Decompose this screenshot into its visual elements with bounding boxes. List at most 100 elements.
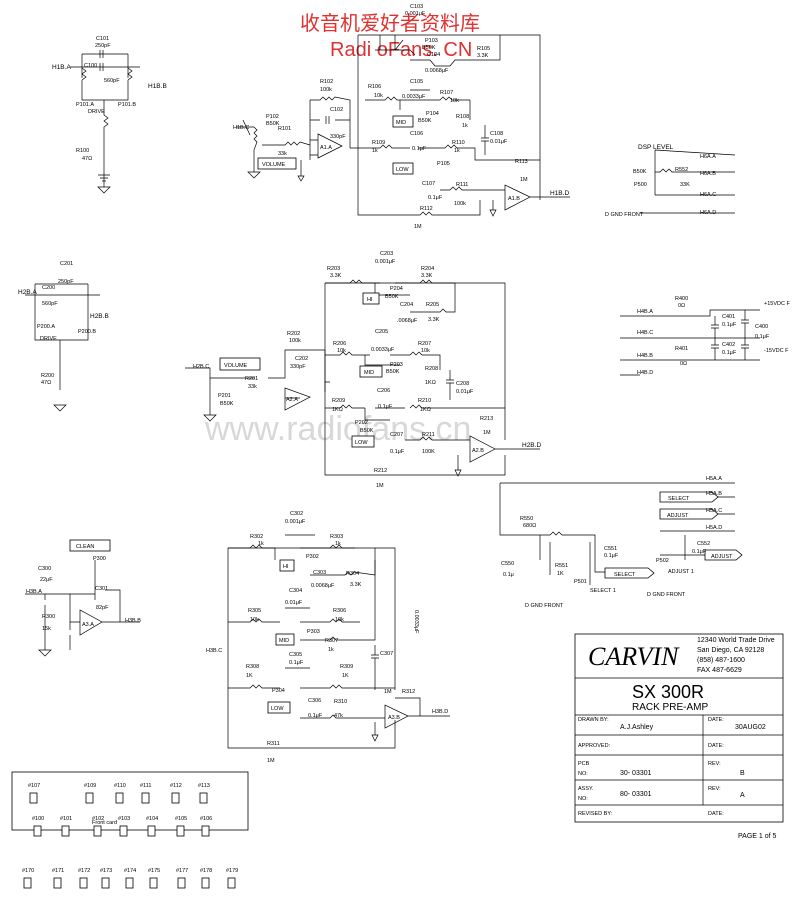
r105-value: 3.3K bbox=[477, 53, 489, 59]
r312-value: 1M bbox=[384, 689, 392, 695]
c206-label: C206 bbox=[377, 388, 390, 394]
c306-label: C306 bbox=[308, 698, 321, 704]
c401-label: C401 bbox=[722, 314, 735, 320]
dsp-b50k: B50K bbox=[633, 169, 647, 175]
front-card-pad-label: #175 bbox=[148, 868, 160, 874]
dgnd-front-2: D GND FRONT bbox=[647, 592, 686, 598]
power-section: H4B.A H4B.C H4B.B H4B.D R400 0Ω R401 0Ω … bbox=[620, 296, 790, 376]
channel-2-section: C201 250pF C200 560pF H2B.A H2B.B P200.A… bbox=[18, 251, 541, 489]
r205-value: 3.3K bbox=[428, 317, 440, 323]
adjust1-label: ADJUST 1 bbox=[668, 569, 694, 575]
drawn-by: A.J.Ashley bbox=[620, 724, 654, 731]
r212-label: R212 bbox=[374, 468, 387, 474]
c204-label: C204 bbox=[400, 302, 413, 308]
c400-value: 0.1μF bbox=[755, 334, 770, 340]
c402-label: C402 bbox=[722, 342, 735, 348]
r211-label: R211 bbox=[422, 432, 435, 438]
front-card-pad-label: #101 bbox=[60, 816, 72, 822]
address-line-1: 12340 World Trade Drive bbox=[697, 637, 775, 644]
r300-value: 15k bbox=[42, 626, 51, 632]
r207-value: 10k bbox=[421, 348, 430, 354]
channel-3-section: CLEAN P300 C300 22μF C301 82pF H3B.A R30… bbox=[25, 511, 450, 764]
r312-label: R312 bbox=[402, 689, 415, 695]
c307-label: C307 bbox=[380, 651, 393, 657]
watermark-title: 收音机爱好者资料库 bbox=[300, 12, 480, 35]
c106-value: 0.1μF bbox=[412, 146, 427, 152]
front-card-pad bbox=[115, 792, 124, 804]
r206-value: 10k bbox=[337, 348, 346, 354]
c301-value: 82pF bbox=[96, 605, 109, 611]
c107-label: C107 bbox=[422, 181, 435, 187]
front-card-row-3: #170#171#172#173#174#175#177#178#179 bbox=[22, 868, 238, 889]
pcb-number: 30- 03301 bbox=[620, 770, 652, 777]
front-card-pad-label: #111 bbox=[140, 783, 151, 789]
front-card-pad-label: #109 bbox=[84, 783, 96, 789]
a3b-label: A3.B bbox=[388, 715, 400, 721]
c302-label: C302 bbox=[290, 511, 303, 517]
p102-label: P102 bbox=[266, 114, 279, 120]
p101a-label: P101.A bbox=[76, 102, 94, 108]
r108-value: 1k bbox=[462, 123, 468, 129]
r202-label: R202 bbox=[287, 331, 300, 337]
front-card-pad-label: #110 bbox=[114, 783, 126, 789]
ch3-hi-box: HI bbox=[283, 564, 289, 570]
p202-label: P202 bbox=[355, 420, 368, 426]
front-card-pad bbox=[61, 825, 70, 837]
r107-label: R107 bbox=[440, 90, 453, 96]
c201-value: 250pF bbox=[58, 279, 74, 285]
r308-label: R308 bbox=[246, 664, 259, 670]
drawn-date: 30AUG02 bbox=[735, 724, 766, 731]
front-card-pad bbox=[177, 877, 186, 889]
c101-value: 250pF bbox=[95, 43, 111, 49]
r107-value: 10k bbox=[450, 98, 459, 104]
r311-label: R311 bbox=[267, 741, 280, 747]
c204-value: .0068μF bbox=[397, 318, 418, 324]
c300-value: 22μF bbox=[40, 577, 53, 583]
adjust-tag: ADJUST bbox=[667, 513, 689, 519]
date2-label: DATE: bbox=[708, 743, 724, 749]
ch1-low-box: LOW bbox=[396, 167, 409, 173]
c300-label: C300 bbox=[38, 566, 51, 572]
r207-label: R207 bbox=[418, 341, 431, 347]
r210-label: R210 bbox=[418, 398, 431, 404]
h4b-a: H4B.A bbox=[637, 309, 653, 315]
r300-label: R300 bbox=[42, 614, 55, 620]
r307-value: 1k bbox=[328, 647, 334, 653]
h3b-c: H3B.C bbox=[206, 648, 222, 654]
front-card-pad-label: #177 bbox=[176, 868, 188, 874]
front-card-pad bbox=[176, 825, 185, 837]
c207-label: C207 bbox=[390, 432, 403, 438]
title-block: CARVIN 12340 World Trade Drive San Diego… bbox=[574, 633, 784, 840]
r109-label: R109 bbox=[372, 140, 385, 146]
r213-label: R213 bbox=[480, 416, 493, 422]
front-card-pad-label: #105 bbox=[175, 816, 187, 822]
c104-value: 0.0068μF bbox=[425, 68, 449, 74]
r106-label: R106 bbox=[368, 84, 381, 90]
r551-label: R551 bbox=[555, 563, 568, 569]
front-card-pad-label: #173 bbox=[100, 868, 112, 874]
ch2-hi-box: HI bbox=[367, 297, 373, 303]
revised-by-label: REVISED BY: bbox=[578, 811, 613, 817]
address-line-2: San Diego, CA 92128 bbox=[697, 647, 764, 654]
neg-15v: -15VDC F bbox=[764, 348, 789, 354]
a2a-label: A2.A bbox=[286, 397, 298, 403]
ch1-volume-box: VOLUME bbox=[262, 162, 286, 168]
front-card-row-1: #107#109#110#111#112#113 bbox=[28, 783, 210, 804]
ch2-input-b: H2B.B bbox=[90, 313, 109, 320]
c105-value: 0.0033μF bbox=[402, 94, 426, 100]
r110-label: R110 bbox=[452, 140, 465, 146]
r550-value: 680Ω bbox=[523, 523, 536, 529]
pcb-rev: B bbox=[740, 770, 745, 777]
rev-label: REV: bbox=[708, 761, 721, 767]
a1b-label: A1.B bbox=[508, 196, 520, 202]
r302-value: 1k bbox=[258, 541, 264, 547]
p201-label: P201 bbox=[218, 393, 231, 399]
r101-value: 33k bbox=[278, 151, 287, 157]
p200b-label: P200.B bbox=[78, 329, 96, 335]
front-card-row-2: #100#101#102#103#104#105#106 bbox=[32, 816, 212, 837]
c104-label: C104 bbox=[427, 52, 440, 58]
front-card-title: Front card bbox=[92, 820, 117, 826]
r111-value: 100k bbox=[454, 201, 466, 207]
r204-value: 3.3K bbox=[421, 273, 433, 279]
c552-value: 0.1μF bbox=[692, 549, 707, 555]
